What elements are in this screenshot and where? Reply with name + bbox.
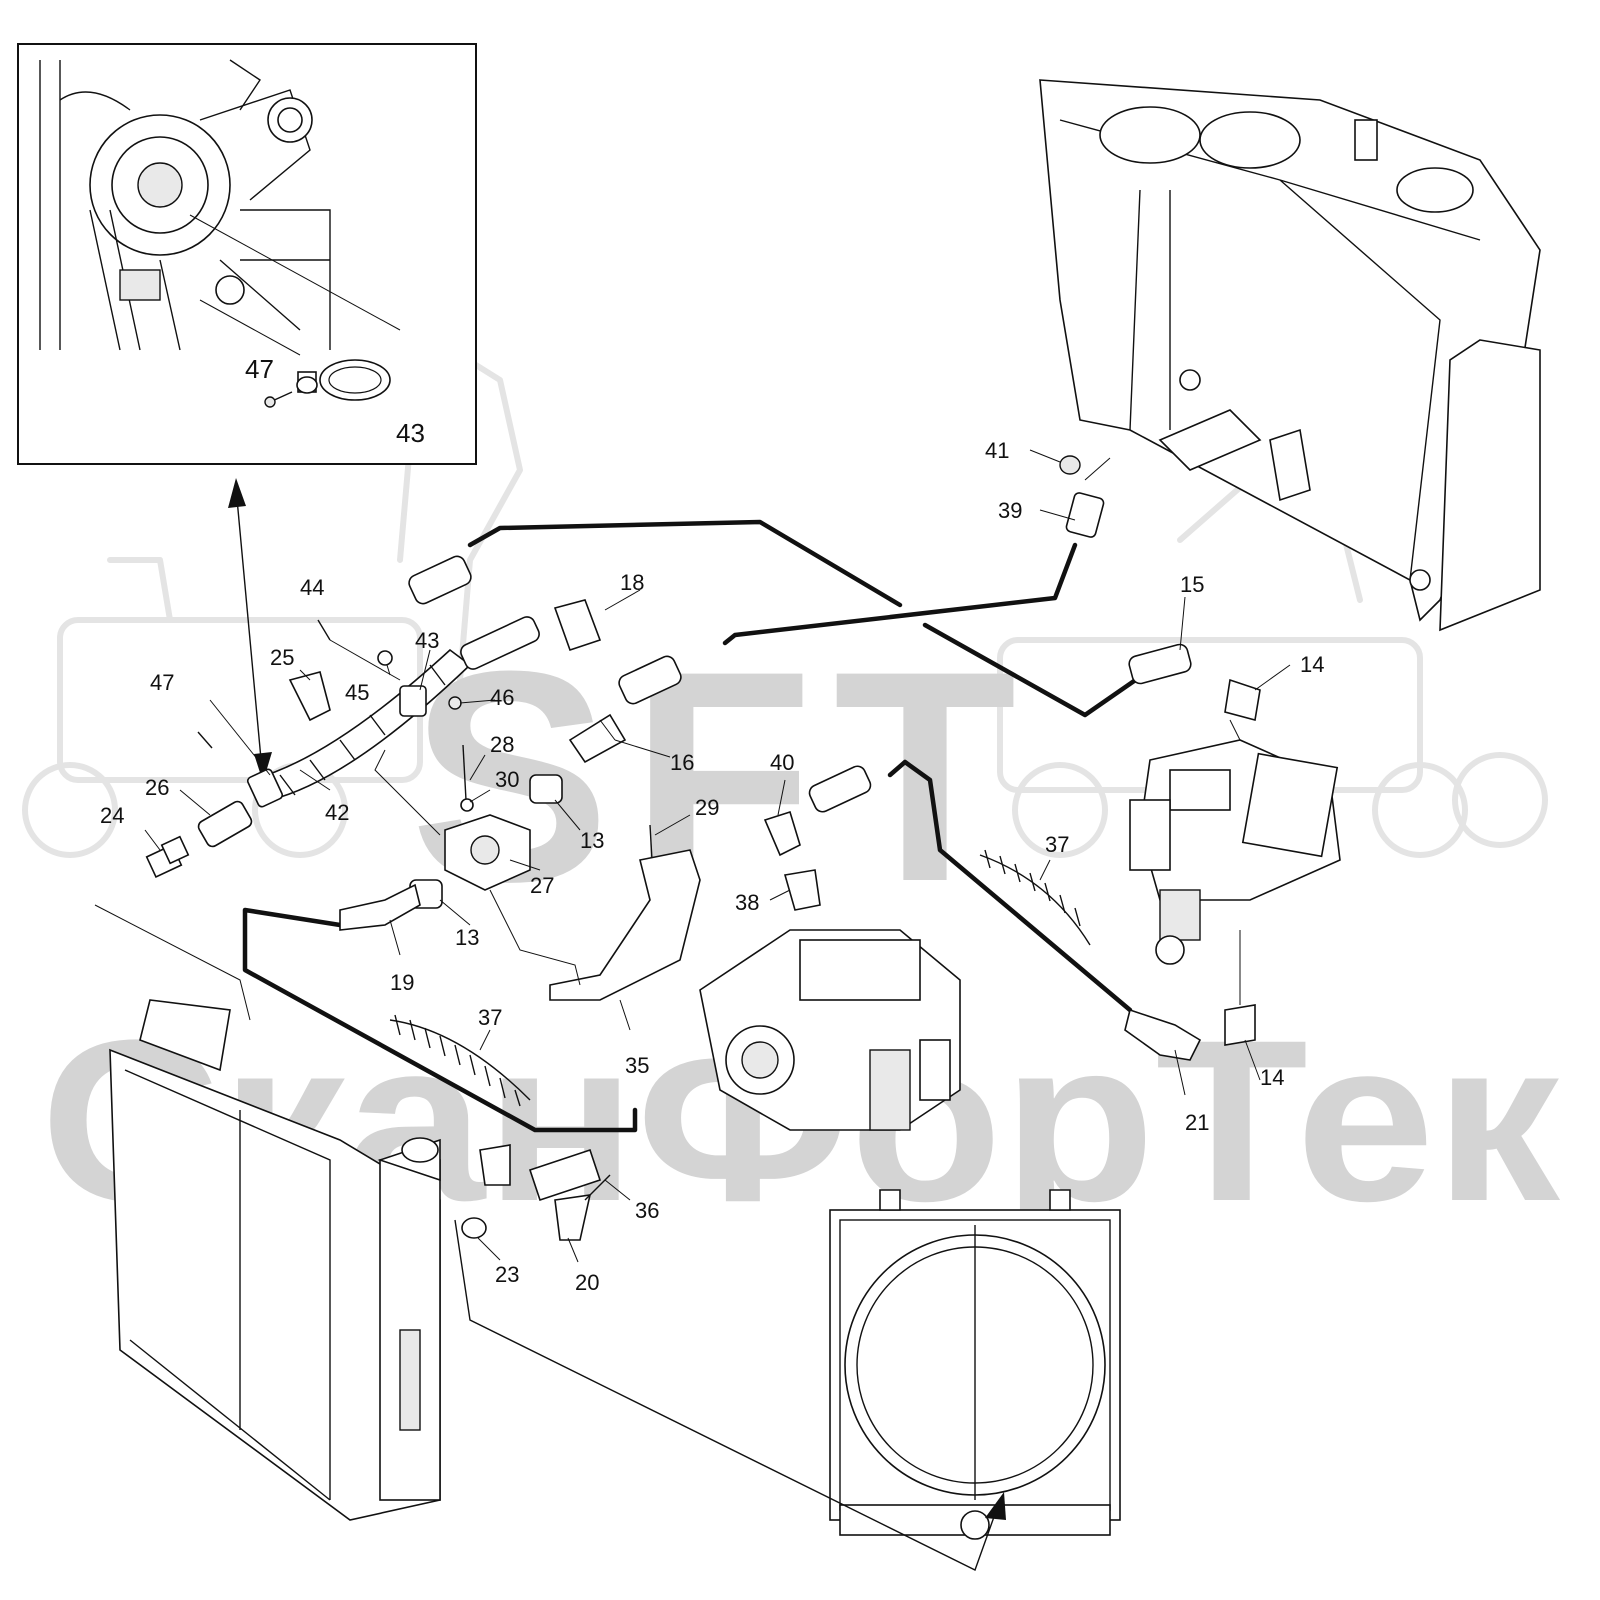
hose-19-21: [242, 907, 638, 1133]
washer-45: [377, 650, 393, 666]
elbow-18: [553, 599, 602, 652]
fitting-13-upper: [529, 774, 563, 804]
oring-23: [461, 1217, 487, 1239]
callout-27: 27: [530, 873, 554, 898]
hose-end-40: [808, 765, 872, 813]
elbow-40: [763, 810, 801, 857]
hose-end-21: [1124, 1008, 1202, 1061]
watermark-logo: SFT: [410, 608, 1037, 944]
hose-right: [887, 759, 1133, 1013]
callout-43: 43: [415, 628, 439, 653]
hose-upper: [467, 519, 903, 608]
hose-end-mid: [618, 655, 682, 705]
fitting-26: [197, 800, 253, 848]
callout-28: 28: [490, 732, 514, 757]
callout-23: 23: [495, 1262, 519, 1287]
bolt-36: [584, 1174, 611, 1201]
hose-end-18: [460, 616, 540, 670]
callout-13-lower: 13: [455, 925, 479, 950]
tee-16: [568, 713, 627, 764]
bolt-47-inset: [264, 391, 293, 408]
radiator-left: [109, 999, 441, 1521]
elbow-25: [288, 671, 331, 722]
callout-36: 36: [635, 1198, 659, 1223]
callout-19: 19: [390, 970, 414, 995]
spiral-37-left: [389, 1014, 531, 1107]
bracket-35: [549, 849, 701, 1001]
callout-13-upper: 13: [580, 828, 604, 853]
spiral-37-right: [979, 849, 1091, 946]
callout-20: 20: [575, 1270, 599, 1295]
elbow-14-lower: [1224, 1004, 1256, 1046]
hose-15: [922, 622, 1153, 718]
hose-end-19: [339, 883, 421, 931]
callout-16: 16: [670, 750, 694, 775]
bolt-44: [317, 619, 331, 641]
callout-21: 21: [1185, 1110, 1209, 1135]
clamp-43: [246, 768, 284, 808]
callout-39: 39: [998, 498, 1022, 523]
bolt-47: [197, 731, 213, 749]
valve-27: [444, 814, 531, 891]
radiator-right: [829, 1189, 1121, 1540]
inset-link-arrow: [228, 478, 272, 782]
hose-end-20: [528, 1148, 602, 1202]
elbow-38: [783, 869, 821, 911]
bolt-28: [462, 744, 467, 801]
hose-end-upper-left: [408, 555, 472, 605]
fitting-39: [1065, 492, 1105, 538]
plug-41: [1059, 455, 1081, 475]
inset-detail: 47 43: [17, 43, 477, 465]
callout-42: 42: [325, 800, 349, 825]
leader-lines: [94, 449, 1291, 1263]
callout-38: 38: [735, 890, 759, 915]
flange-half-20: [554, 1194, 592, 1241]
elbow-14-upper: [1224, 678, 1261, 721]
callout-15: 15: [1180, 572, 1204, 597]
radiator-link-arrow: [454, 1219, 1006, 1571]
fitting-24: [145, 835, 190, 878]
hydraulic-tank: [1039, 79, 1541, 632]
callout-37-right: 37: [1045, 832, 1069, 857]
hose-end-15: [1128, 643, 1192, 685]
callout-47: 47: [150, 670, 174, 695]
clamp-43-inset: [296, 359, 391, 401]
callout-35: 35: [625, 1053, 649, 1078]
callout-45: 45: [345, 680, 369, 705]
callout-14-upper: 14: [1300, 652, 1324, 677]
callout-24: 24: [100, 803, 124, 828]
callout-14-lower: 14: [1260, 1065, 1284, 1090]
inset-label-43: 43: [396, 418, 425, 448]
clamp-43-upper: [399, 685, 427, 717]
callout-44: 44: [300, 575, 324, 600]
callout-18: 18: [620, 570, 644, 595]
bolt-29: [649, 824, 653, 861]
flange-half-top: [479, 1144, 511, 1186]
hoses: [242, 519, 1153, 1133]
callout-46: 46: [490, 685, 514, 710]
callout-30: 30: [495, 767, 519, 792]
callout-37-left: 37: [478, 1005, 502, 1030]
hose-to-tank: [722, 542, 1078, 646]
alternator-drawing: [39, 59, 331, 351]
callout-29: 29: [695, 795, 719, 820]
nut-46: [448, 696, 462, 710]
callout-40: 40: [770, 750, 794, 775]
inset-label-47: 47: [245, 354, 274, 384]
callout-25: 25: [270, 645, 294, 670]
callout-41: 41: [985, 438, 1009, 463]
pump-center: [699, 929, 961, 1131]
pump-right: [1129, 739, 1341, 965]
fittings: [145, 455, 1261, 1241]
callout-26: 26: [145, 775, 169, 800]
callouts: 44 18 25 43 45 46 47 26 42 28 30 16 24 1…: [100, 438, 1324, 1295]
